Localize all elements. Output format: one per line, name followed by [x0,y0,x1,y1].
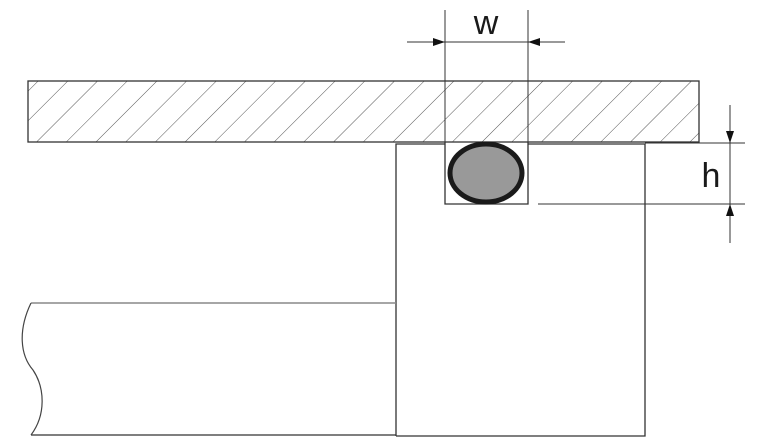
shaft [21,302,396,436]
housing-block [395,143,646,437]
width-label: w [473,4,499,42]
arrow-down-icon [726,131,734,143]
hatched-plate [27,80,700,143]
o-ring-seal [447,141,525,205]
arrow-right-icon [433,38,445,46]
arrow-up-icon [726,204,734,216]
height-label: h [702,157,721,195]
arrow-left-icon [528,38,540,46]
width-dimension: w [407,4,565,142]
height-dimension: h [538,105,745,243]
